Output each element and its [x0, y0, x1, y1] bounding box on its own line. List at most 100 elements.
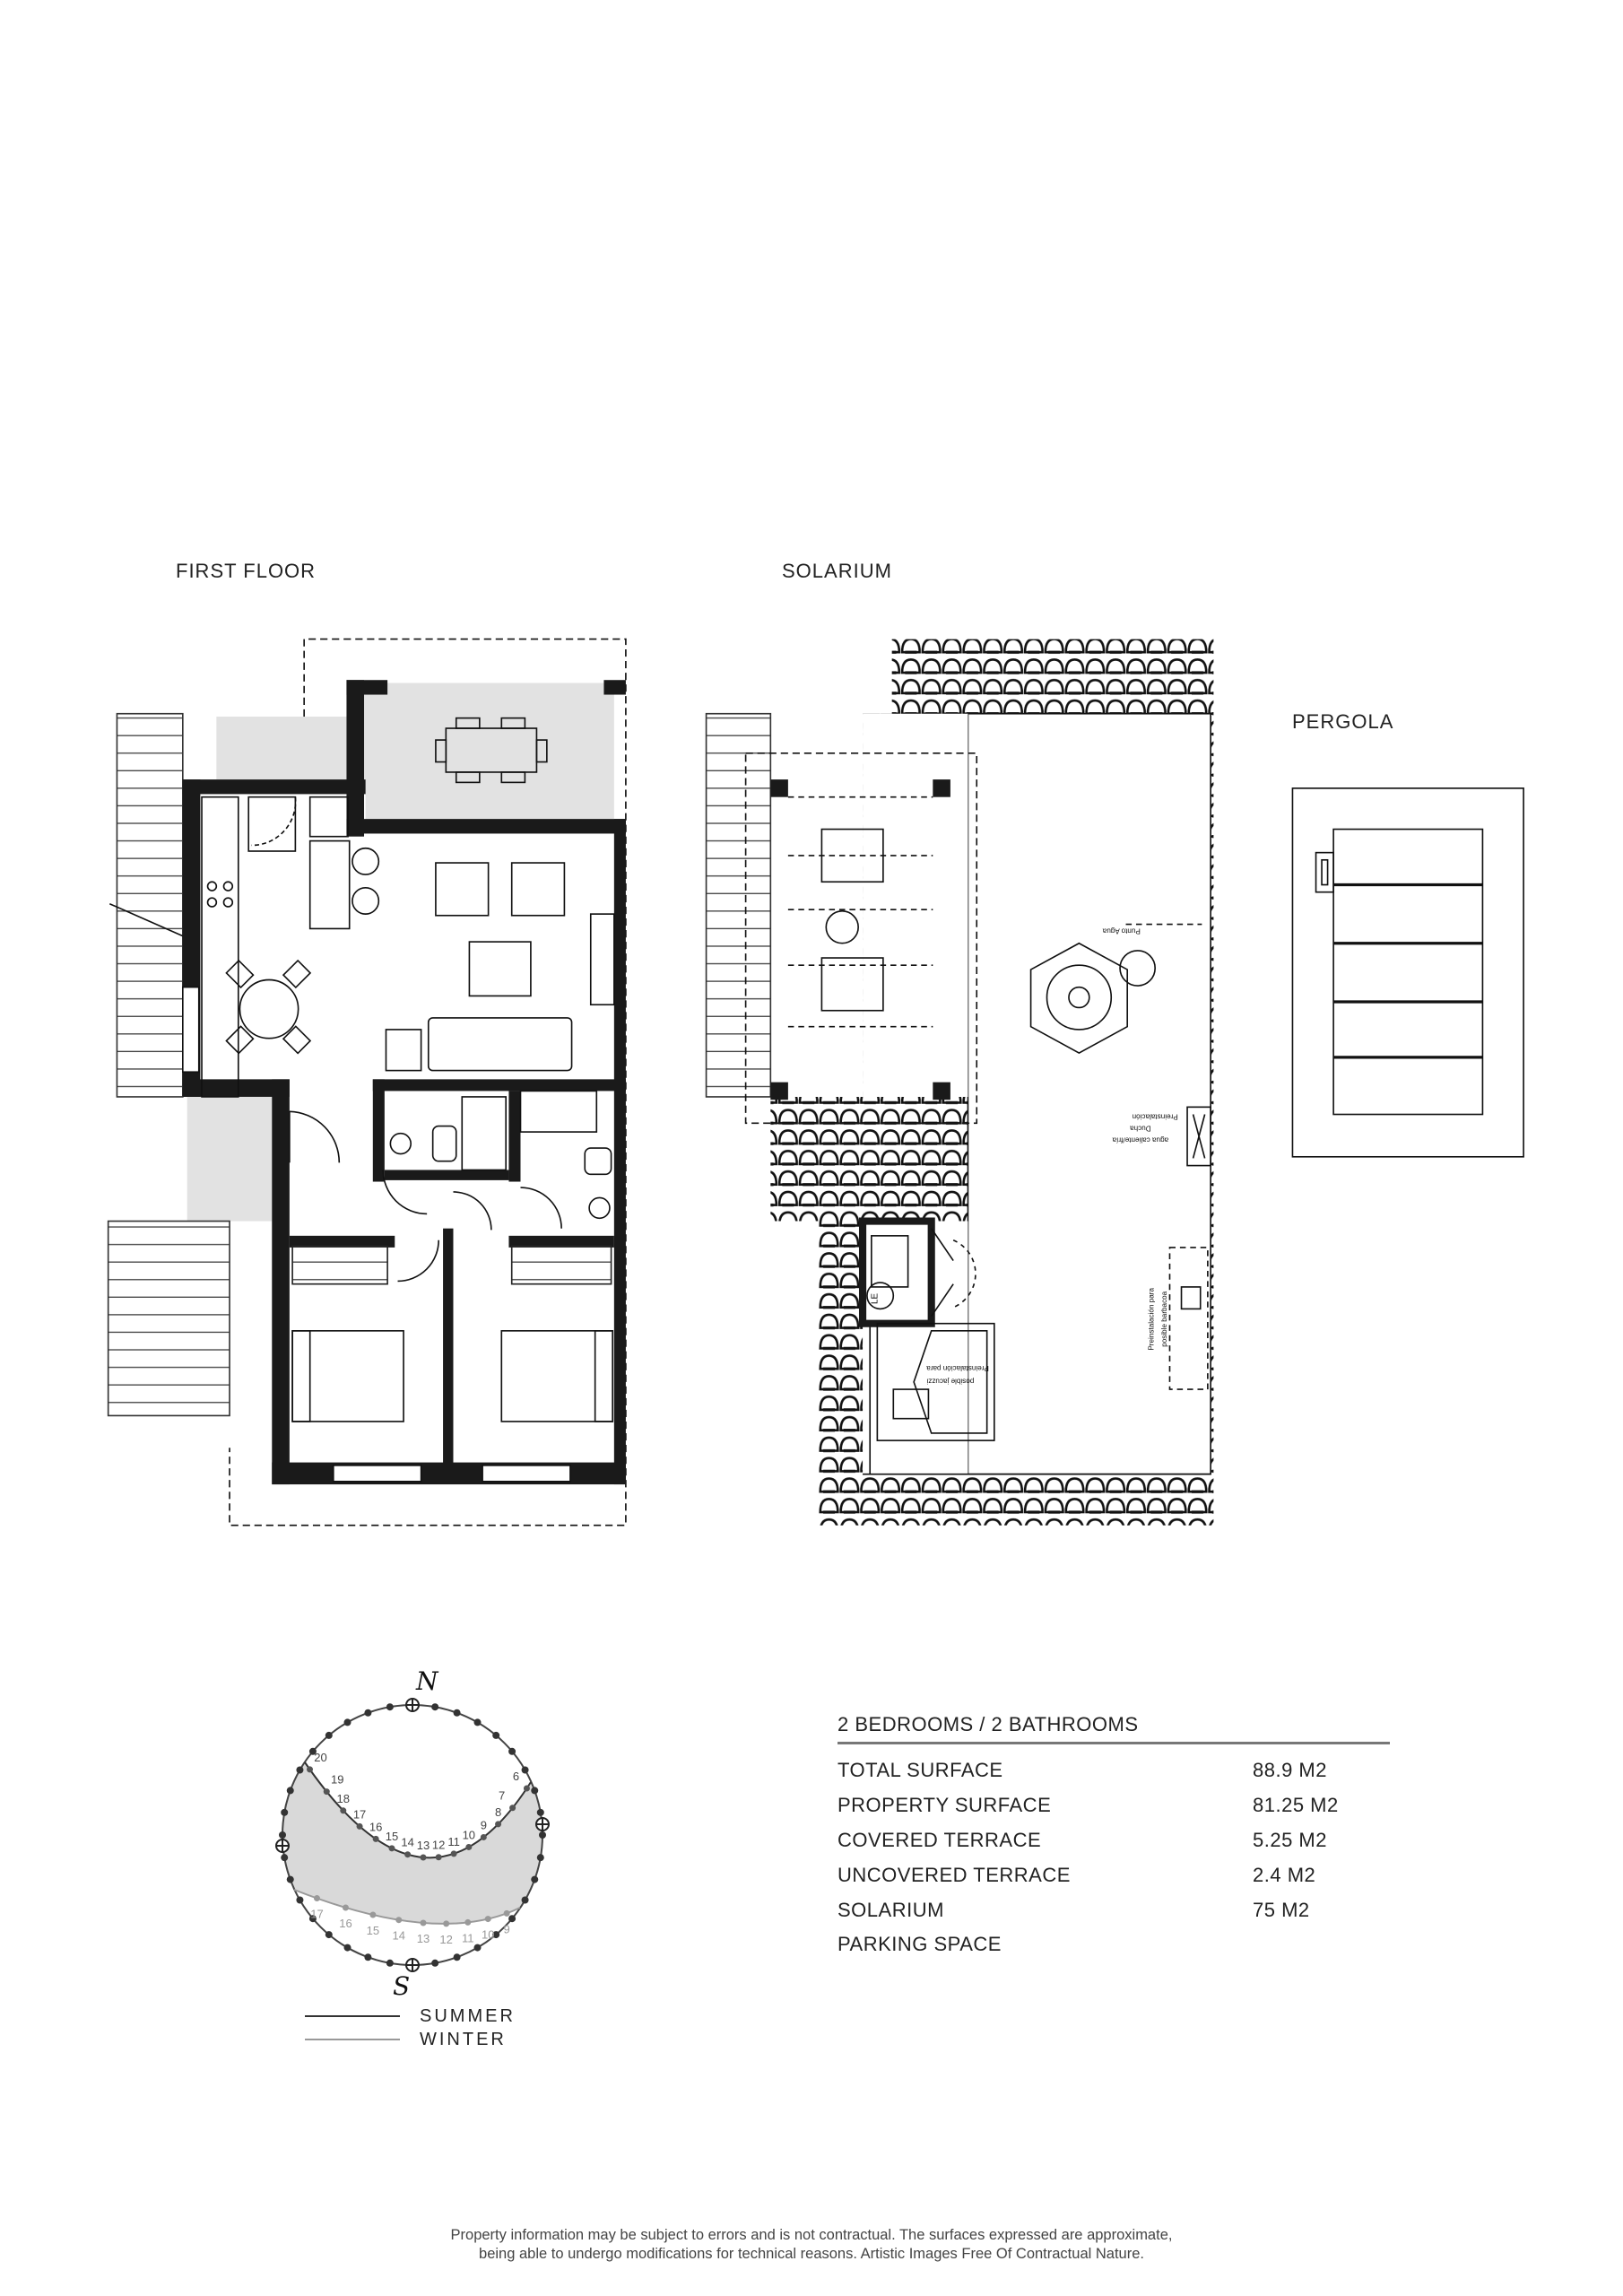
kitchen-counter — [201, 796, 239, 1098]
horizon-dot — [286, 1787, 294, 1795]
winter-hour-label: 16 — [339, 1917, 352, 1930]
horizon-dot — [539, 1831, 546, 1839]
pergola-plan — [1291, 787, 1524, 1158]
uncovered-terrace — [187, 1096, 273, 1222]
summer-hour-dot — [435, 1854, 442, 1861]
summer-hour-dot — [509, 1805, 516, 1812]
summer-hour-label: 19 — [331, 1773, 343, 1787]
summer-hour-label: 18 — [337, 1792, 350, 1805]
winter-hour-dot — [313, 1895, 320, 1902]
plan-label-water-heater: LE — [870, 1293, 880, 1304]
summer-hour-label: 15 — [386, 1830, 398, 1843]
plan-label-ducha: Preinstalación — [1133, 1113, 1178, 1121]
horizon-dot — [473, 1944, 482, 1952]
bed — [291, 1330, 404, 1422]
summer-hour-dot — [356, 1822, 363, 1830]
window — [182, 986, 200, 1074]
winter-hour-dot — [395, 1917, 403, 1924]
shower — [461, 1096, 508, 1171]
horizon-dot — [431, 1703, 439, 1711]
winter-hour-label: 15 — [367, 1924, 379, 1937]
side-table — [385, 1029, 422, 1072]
winter-hour-label: 14 — [393, 1929, 405, 1943]
summer-hour-dot — [495, 1821, 502, 1828]
summer-hour-dot — [388, 1845, 395, 1852]
nightstand — [594, 1330, 614, 1422]
spec-label: TOTAL SURFACE — [838, 1759, 1003, 1782]
solarium-plan: Punto Agua Preinstalación Ducha agua cal… — [705, 639, 1214, 1526]
horizon-dot — [386, 1703, 394, 1711]
spec-label: SOLARIUM — [838, 1898, 944, 1921]
summer-hour-label: 6 — [513, 1770, 519, 1783]
barbecue-area — [1168, 1247, 1209, 1390]
summer-legend-label: SUMMER — [420, 2005, 516, 2026]
spec-label: PROPERTY SURFACE — [838, 1794, 1052, 1817]
summer-hour-dot — [372, 1835, 379, 1842]
spec-value: 5.25 M2 — [1253, 1828, 1327, 1851]
plan-label-jacuzzi: posible jacuzzi — [926, 1378, 974, 1386]
horizon-dot — [536, 1854, 544, 1862]
summer-legend-line — [305, 2015, 400, 2017]
disclaimer: Property information may be subject to e… — [0, 2226, 1623, 2264]
horizon-dot — [473, 1718, 482, 1726]
horizon-dot — [386, 1959, 394, 1967]
covered-terrace — [216, 683, 614, 834]
winter-hour-dot — [342, 1904, 349, 1911]
water-heater — [866, 1282, 895, 1310]
window — [332, 1465, 422, 1483]
winter-hour-label: 17 — [310, 1908, 323, 1921]
stool — [352, 886, 380, 915]
horizon-dot — [508, 1915, 516, 1923]
winter-hour-dot — [369, 1911, 377, 1918]
summer-hour-label: 14 — [401, 1836, 413, 1849]
summer-hour-dot — [340, 1807, 347, 1814]
sofa — [427, 1017, 573, 1072]
compass-marker-icon — [276, 1839, 289, 1852]
summer-hour-dot — [480, 1833, 487, 1840]
sun-exposure-area — [282, 1762, 542, 1924]
horizon-dot — [308, 1747, 317, 1755]
plan-label-jacuzzi: Preinstalación para — [926, 1364, 989, 1372]
south-label: S — [393, 1971, 411, 2001]
summer-hour-label: 8 — [495, 1805, 501, 1819]
horizon-dot — [531, 1787, 539, 1795]
spec-value: 75 M2 — [1253, 1898, 1310, 1921]
plan-label-barbacoa: posible barbacoa — [1160, 1291, 1168, 1346]
window — [589, 913, 615, 1006]
compass-marker-icon — [406, 1699, 419, 1711]
winter-hour-dot — [443, 1920, 450, 1927]
summer-hour-dot — [323, 1788, 330, 1796]
staircase-upper — [116, 712, 184, 1098]
washbasin — [588, 1196, 611, 1220]
horizon-dot — [492, 1731, 500, 1739]
horizon-dot — [521, 1896, 529, 1904]
armchair — [510, 862, 566, 917]
lounger — [820, 828, 884, 883]
summer-hour-label: 17 — [353, 1807, 366, 1821]
coffee-table — [468, 941, 532, 997]
summer-hour-label: 12 — [432, 1839, 445, 1852]
summer-hour-label: 20 — [314, 1751, 326, 1764]
winter-hour-label: 10 — [482, 1928, 494, 1942]
pergola-columns — [770, 779, 950, 1100]
horizon-dot — [492, 1931, 500, 1939]
horizon-dot — [343, 1944, 352, 1952]
spec-value: 2.4 M2 — [1253, 1863, 1316, 1886]
stool — [352, 847, 380, 875]
spec-value: 88.9 M2 — [1253, 1759, 1327, 1782]
shower-point — [1186, 1106, 1211, 1167]
winter-hour-dot — [464, 1918, 472, 1926]
winter-legend-line — [305, 2039, 400, 2040]
horizon-dot — [325, 1931, 333, 1939]
winter-legend-label: WINTER — [420, 2029, 507, 2049]
plan-label-ducha: Ducha — [1130, 1125, 1151, 1133]
spec-row: SOLARIUM 75 M2 — [838, 1892, 1390, 1927]
horizon-dot — [325, 1731, 333, 1739]
horizon-dot — [279, 1831, 286, 1839]
nightstand — [291, 1330, 311, 1422]
